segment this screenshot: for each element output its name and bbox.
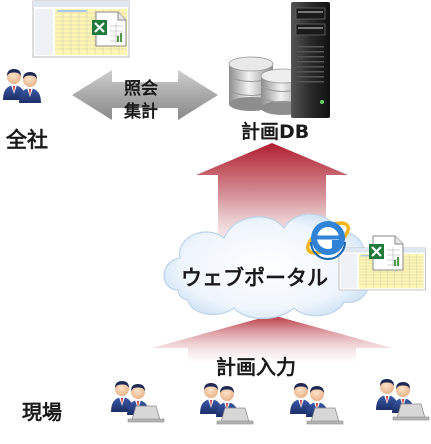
database-icon bbox=[228, 56, 306, 115]
inquiry-double-arrow bbox=[72, 70, 218, 120]
label-field: 現場 bbox=[22, 400, 62, 424]
label-plan-input: 計画入力 bbox=[216, 355, 296, 379]
label-plan-db: 計画DB bbox=[241, 121, 310, 143]
company-people-icon bbox=[3, 69, 41, 103]
label-inquiry: 照会 bbox=[124, 79, 158, 99]
company-spreadsheet bbox=[32, 0, 130, 58]
server-icon bbox=[291, 2, 330, 118]
label-company: 全社 bbox=[6, 128, 48, 152]
input-arrow bbox=[152, 315, 392, 365]
label-aggregate: 集計 bbox=[124, 102, 158, 122]
field-users-icon bbox=[111, 379, 429, 424]
ie-browser-icon bbox=[306, 221, 350, 260]
label-web-portal: ウェブポータル bbox=[181, 266, 328, 290]
